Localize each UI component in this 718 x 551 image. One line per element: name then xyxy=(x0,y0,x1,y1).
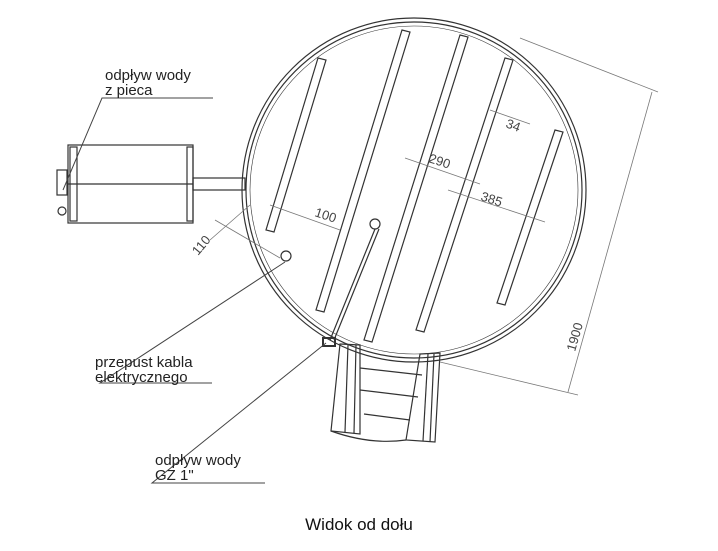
label-water-drain: odpływ wody GZ 1" xyxy=(155,453,241,483)
dim-slat-spacing: 385 xyxy=(479,189,504,210)
label-line: GZ 1" xyxy=(155,467,194,484)
tub-inner-rim xyxy=(245,21,583,359)
dim-slat-gap: 290 xyxy=(427,151,452,172)
dim-gland-offset-y: 110 xyxy=(189,232,214,258)
cable-gland-hole xyxy=(280,250,292,262)
label-stove-drain: odpływ wody z pieca xyxy=(105,68,191,98)
label-line: przepust kabla xyxy=(95,354,193,371)
label-line: z pieca xyxy=(105,82,153,99)
dim-slat-width: 34 xyxy=(504,116,523,135)
stove-heater xyxy=(56,144,246,224)
label-line: odpływ wody xyxy=(105,67,191,84)
dim-diameter: 1900 xyxy=(563,321,585,353)
label-cable-gland: przepust kabla elektrycznego xyxy=(95,355,193,385)
label-line: elektrycznego xyxy=(95,369,188,386)
floor-slats xyxy=(265,29,564,343)
dim-gland-offset-x: 100 xyxy=(313,205,338,226)
caption: Widok od dołu xyxy=(305,515,413,534)
label-line: odpływ wody xyxy=(155,452,241,469)
drain-hole xyxy=(369,218,381,230)
steps xyxy=(330,343,441,443)
